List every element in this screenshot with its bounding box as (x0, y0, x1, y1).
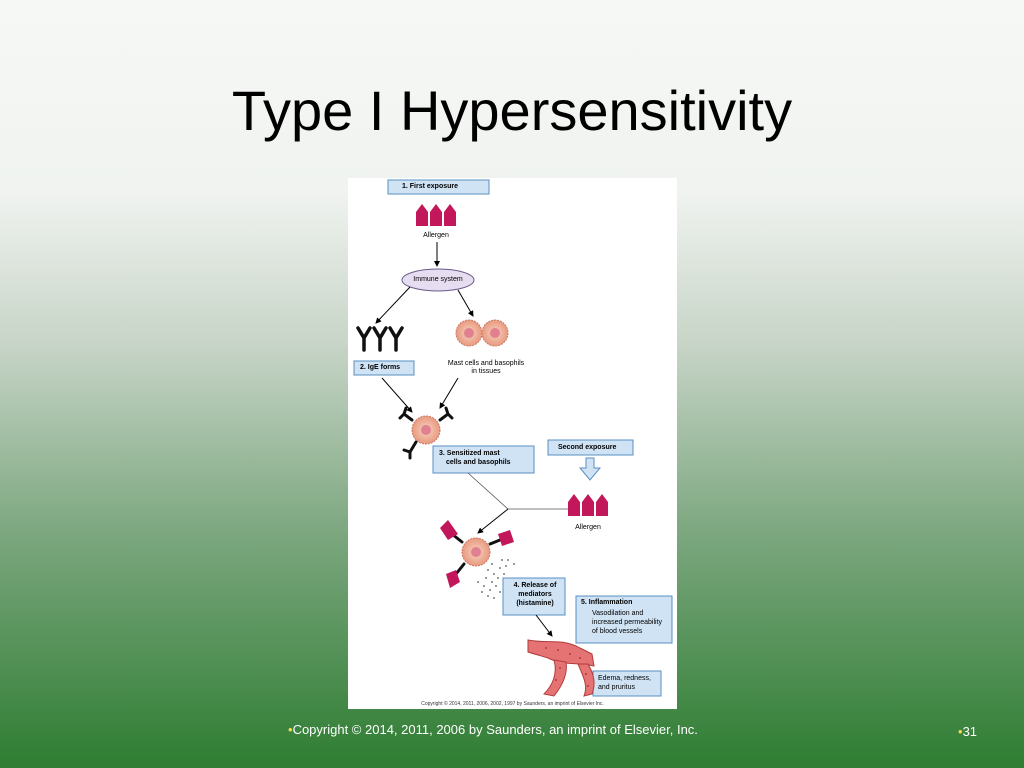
immune-system-label: Immune system (413, 276, 463, 283)
allergen-group-2 (568, 494, 608, 516)
step4-label-3: (histamine) (516, 600, 554, 607)
edema-line-2: and pruritus (598, 684, 635, 691)
hypersensitivity-diagram: 1. First exposure Allergen Immune system… (348, 178, 677, 709)
step1-label: 1. First exposure (402, 183, 459, 190)
second-exposure-label: Second exposure (558, 444, 617, 451)
step5-line-2: increased permeability (592, 619, 663, 626)
sensitized-mast-cell (398, 406, 454, 460)
page-number: •31 (958, 724, 977, 739)
second-exposure-box (547, 439, 634, 456)
immune-system-ellipse (401, 268, 475, 292)
second-exposure-arrow (578, 457, 602, 481)
slide-footer: •Copyright © 2014, 2011, 2006 by Saunder… (288, 722, 698, 737)
step3-label-2: cells and basophils (446, 459, 511, 466)
edema-line-1: Edema, redness, (598, 675, 651, 682)
figure-copyright: Copyright © 2014, 2011, 2006, 2002, 1997… (421, 701, 604, 707)
step5-box (575, 595, 673, 644)
mast-cells-group (455, 319, 509, 347)
step2-box (353, 360, 415, 376)
edema-box (592, 670, 662, 697)
ige-antibodies (356, 326, 404, 352)
activated-mast-cell (440, 520, 514, 588)
step4-label-1: 4. Release of (513, 582, 557, 589)
page-number-value: 31 (962, 724, 978, 739)
page-bullet: • (958, 724, 963, 739)
mast-cells-label-2: in tissues (471, 368, 501, 375)
allergen-group-1 (416, 204, 456, 226)
mediator-dots (477, 559, 515, 599)
step5-title: 5. Inflammation (581, 599, 633, 606)
step5-line-1: Vasodilation and (592, 610, 644, 617)
allergen-label-1: Allergen (423, 232, 449, 239)
footer-bullet: • (288, 722, 293, 737)
diagram-graphics (353, 179, 673, 697)
step2-label: 2. IgE forms (360, 364, 401, 371)
step4-label-2: mediators (518, 591, 552, 598)
step3-label-1: 3. Sensitized mast (439, 450, 500, 457)
step3-box (432, 445, 535, 474)
mast-cells-label-1: Mast cells and basophils (447, 360, 525, 367)
slide-title: Type I Hypersensitivity (231, 79, 793, 142)
step5-line-3: of blood vessels (592, 628, 643, 635)
blood-vessel (527, 639, 595, 697)
step4-box (502, 577, 566, 616)
allergen-label-2: Allergen (575, 524, 601, 531)
footer-copyright: Copyright © 2014, 2011, 2006 by Saunders… (292, 722, 698, 737)
step1-box (387, 179, 490, 195)
